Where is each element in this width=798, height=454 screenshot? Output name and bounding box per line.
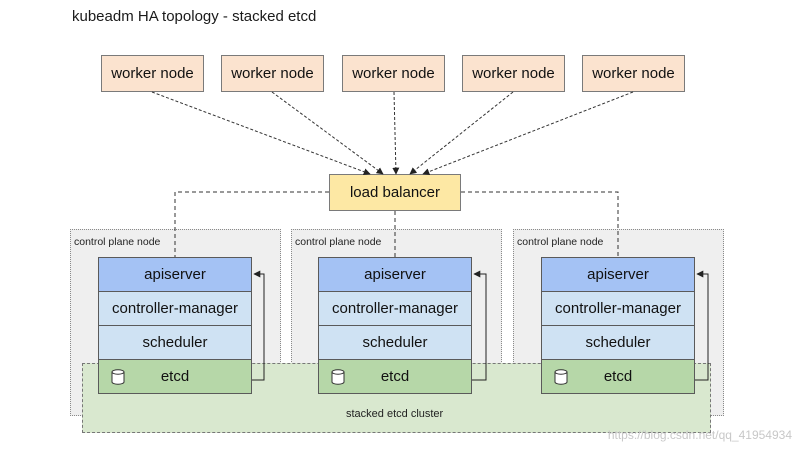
etcd-label: etcd bbox=[380, 368, 410, 385]
controller-manager-layer: controller-manager bbox=[98, 291, 252, 326]
etcd-layer: etcd bbox=[318, 359, 472, 394]
worker-to-lb-arrow bbox=[392, 91, 400, 175]
component-stack-1: apiserver controller-manager scheduler e… bbox=[98, 257, 252, 394]
database-cylinder-icon bbox=[331, 369, 345, 385]
component-stack-2: apiserver controller-manager scheduler e… bbox=[318, 257, 472, 394]
diagram-title: kubeadm HA topology - stacked etcd bbox=[72, 8, 317, 25]
control-plane-node-label: control plane node bbox=[74, 236, 161, 248]
etcd-label: etcd bbox=[603, 368, 633, 385]
watermark: https://blog.csdn.net/qq_41954934 bbox=[607, 428, 792, 442]
worker-node-1: worker node bbox=[101, 55, 204, 92]
worker-node-5: worker node bbox=[582, 55, 685, 92]
worker-node-2: worker node bbox=[221, 55, 324, 92]
database-cylinder-icon bbox=[554, 369, 568, 385]
etcd-layer: etcd bbox=[541, 359, 695, 394]
lb-to-cp1-line bbox=[174, 191, 329, 257]
controller-manager-layer: controller-manager bbox=[318, 291, 472, 326]
etcd-to-apiserver-arrow-1 bbox=[252, 270, 265, 381]
etcd-layer: etcd bbox=[98, 359, 252, 394]
scheduler-layer: scheduler bbox=[98, 325, 252, 360]
scheduler-layer: scheduler bbox=[318, 325, 472, 360]
control-plane-node-label: control plane node bbox=[517, 236, 604, 248]
apiserver-layer: apiserver bbox=[541, 257, 695, 292]
apiserver-layer: apiserver bbox=[98, 257, 252, 292]
etcd-label: etcd bbox=[160, 368, 190, 385]
worker-node-3: worker node bbox=[342, 55, 445, 92]
apiserver-layer: apiserver bbox=[318, 257, 472, 292]
etcd-to-apiserver-arrow-3 bbox=[695, 270, 709, 381]
worker-to-lb-arrow bbox=[151, 91, 371, 176]
database-cylinder-icon bbox=[111, 369, 125, 385]
worker-to-lb-arrow bbox=[422, 91, 634, 175]
worker-node-4: worker node bbox=[462, 55, 565, 92]
etcd-cluster-label: stacked etcd cluster bbox=[346, 408, 444, 420]
control-plane-node-label: control plane node bbox=[295, 236, 382, 248]
worker-to-lb-arrow bbox=[271, 91, 384, 175]
controller-manager-layer: controller-manager bbox=[541, 291, 695, 326]
lb-to-cp3-line bbox=[461, 191, 619, 257]
component-stack-3: apiserver controller-manager scheduler e… bbox=[541, 257, 695, 394]
etcd-to-apiserver-arrow-2 bbox=[472, 270, 487, 381]
scheduler-layer: scheduler bbox=[541, 325, 695, 360]
worker-to-lb-arrow bbox=[409, 91, 514, 175]
